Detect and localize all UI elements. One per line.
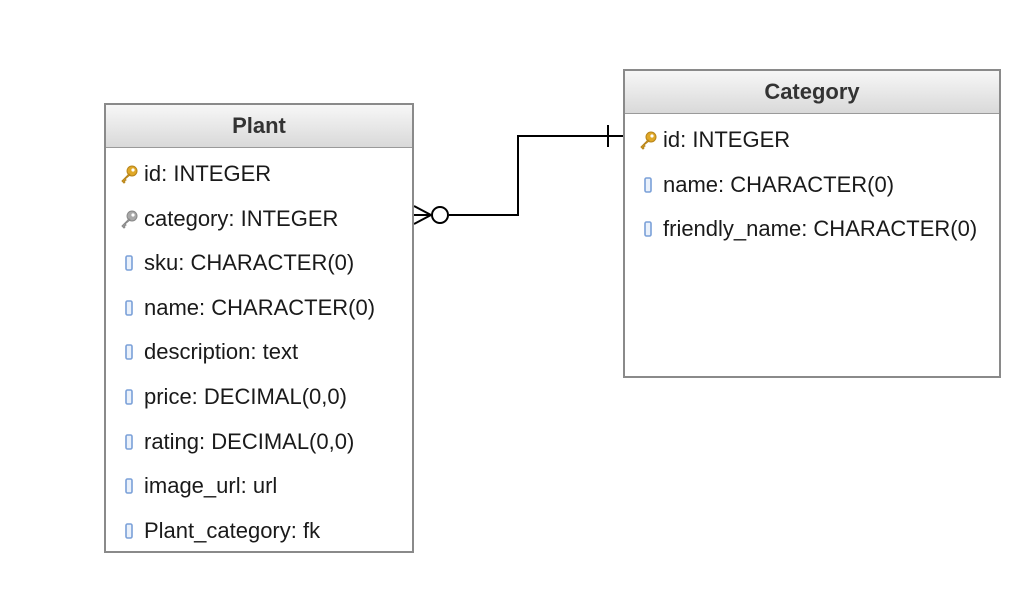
foreign-key-icon [118,208,140,230]
column-icon [118,386,140,408]
field-row[interactable]: image_url: url [118,471,277,501]
table-plant[interactable]: Plant id: INTEGER category: INTEGER sku: C… [104,103,414,553]
column-icon [118,252,140,274]
field-row[interactable]: id: INTEGER [637,125,790,155]
table-category[interactable]: Category id: INTEGER name: CHARACTER(0) fr… [623,69,1001,378]
field-label: price: DECIMAL(0,0) [144,384,347,409]
primary-key-icon [637,129,659,151]
column-icon [637,174,659,196]
table-category-header: Category [625,71,999,114]
field-row[interactable]: description: text [118,337,298,367]
column-icon [118,520,140,542]
crowfoot-upper-prong [413,205,432,216]
field-label: image_url: url [144,473,278,499]
field-row[interactable]: rating: DECIMAL(0,0) [118,427,354,457]
field-row[interactable]: category: INTEGER [118,204,338,234]
field-label: name: CHARACTER(0) [663,171,895,197]
field-label: id: INTEGER [144,161,272,186]
crowfoot-lower-prong [413,214,432,225]
field-row[interactable]: sku: CHARACTER(0) [118,248,354,278]
column-icon [118,341,140,363]
relationship-line [449,135,624,216]
field-label: friendly_name: CHARACTER(0) [663,216,978,242]
field-row[interactable]: id: INTEGER [118,159,271,189]
field-label: id: INTEGER [663,127,791,152]
field-label: description: text [144,339,299,365]
field-label: category: INTEGER [144,205,339,231]
field-row[interactable]: friendly_name: CHARACTER(0) [637,214,977,244]
field-row[interactable]: Plant_category: fk [118,516,320,546]
field-label: rating: DECIMAL(0,0) [144,428,355,454]
column-icon [637,218,659,240]
column-icon [118,297,140,319]
field-row[interactable]: price: DECIMAL(0,0) [118,382,347,412]
primary-key-icon [118,163,140,185]
field-label: Plant_category: fk [144,517,321,543]
field-label: name: CHARACTER(0) [144,294,376,320]
column-icon [118,431,140,453]
table-plant-header: Plant [106,105,412,148]
zero-cardinality-circle [431,206,449,224]
field-row[interactable]: name: CHARACTER(0) [637,170,894,200]
column-icon [118,475,140,497]
field-label: sku: CHARACTER(0) [144,250,355,276]
field-row[interactable]: name: CHARACTER(0) [118,293,375,323]
